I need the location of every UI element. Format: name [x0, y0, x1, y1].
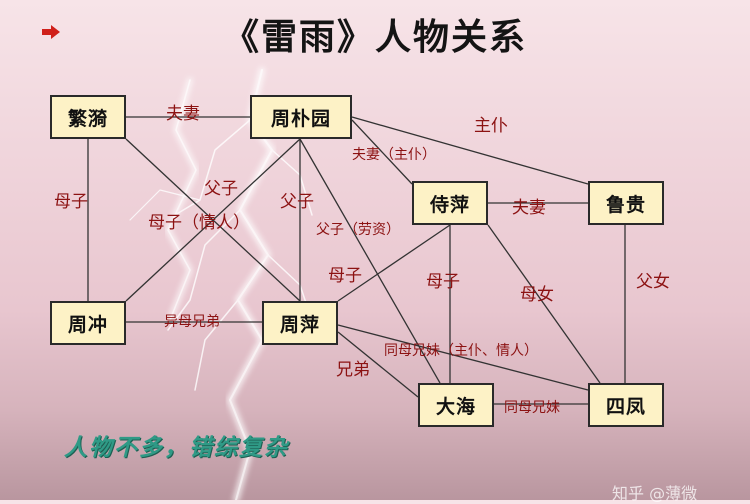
page-title: 《雷雨》人物关系 [222, 16, 527, 58]
edge-label-shiping-dahai: 母子 [426, 272, 460, 292]
edge-label-fanyi-zhouping: 母子（情人） [148, 213, 250, 233]
edge-label-zhoupuyuan-lugui: 主仆 [474, 116, 508, 136]
arrow-right-icon [42, 25, 60, 39]
node-lugui: 鲁贵 [588, 181, 664, 225]
motto-caption: 人物不多，错综复杂 [64, 434, 289, 461]
edge-zhoupuyuan-shiping [351, 119, 413, 185]
edge-zhoupuyuan-lugui [351, 116, 589, 185]
node-zhouchong: 周冲 [50, 301, 126, 345]
edge-zhoupuyuan-dahai [299, 138, 441, 384]
edge-label-shiping-lugui: 夫妻 [512, 198, 546, 218]
watermark: 知乎 @薄微 [612, 484, 698, 503]
node-sifeng: 四凤 [588, 383, 664, 427]
edge-shiping-sifeng [487, 224, 601, 384]
edge-label-zhoupuyuan-dahai: 父子（劳资） [316, 222, 400, 238]
edge-label-zhoupuyuan-zhouping: 父子 [280, 192, 314, 212]
edge-label-fanyi-zhouchong: 母子 [54, 192, 88, 212]
edge-label-zhouping-sifeng: 同母兄妹（主仆、情人） [384, 343, 538, 359]
edge-zhouping-dahai [337, 331, 419, 398]
edge-label-fanyi-zhoupuyuan: 夫妻 [166, 104, 200, 124]
edge-label-shiping-sifeng: 母女 [520, 285, 554, 305]
edge-zhoupuyuan-zhouchong [125, 138, 301, 302]
edge-label-zhoupuyuan-zhouchong: 父子 [204, 179, 238, 199]
edge-label-lugui-sifeng: 父女 [636, 272, 670, 292]
node-shiping: 侍萍 [412, 181, 488, 225]
node-dahai: 大海 [418, 383, 494, 427]
node-fanyi: 繁漪 [50, 95, 126, 139]
edge-zhouping-sifeng [337, 324, 589, 391]
edge-label-zhoupuyuan-shiping: 夫妻（主仆） [352, 147, 436, 163]
edge-label-shiping-zhouping: 母子 [328, 266, 362, 286]
node-zhouping: 周萍 [262, 301, 338, 345]
edge-label-zhouping-dahai: 兄弟 [336, 360, 370, 380]
edge-shiping-zhouping [337, 224, 451, 302]
edge-label-dahai-sifeng: 同母兄妹 [504, 400, 560, 416]
node-zhoupuyuan: 周朴园 [250, 95, 352, 139]
edge-label-zhouchong-zhouping: 异母兄弟 [164, 314, 220, 330]
